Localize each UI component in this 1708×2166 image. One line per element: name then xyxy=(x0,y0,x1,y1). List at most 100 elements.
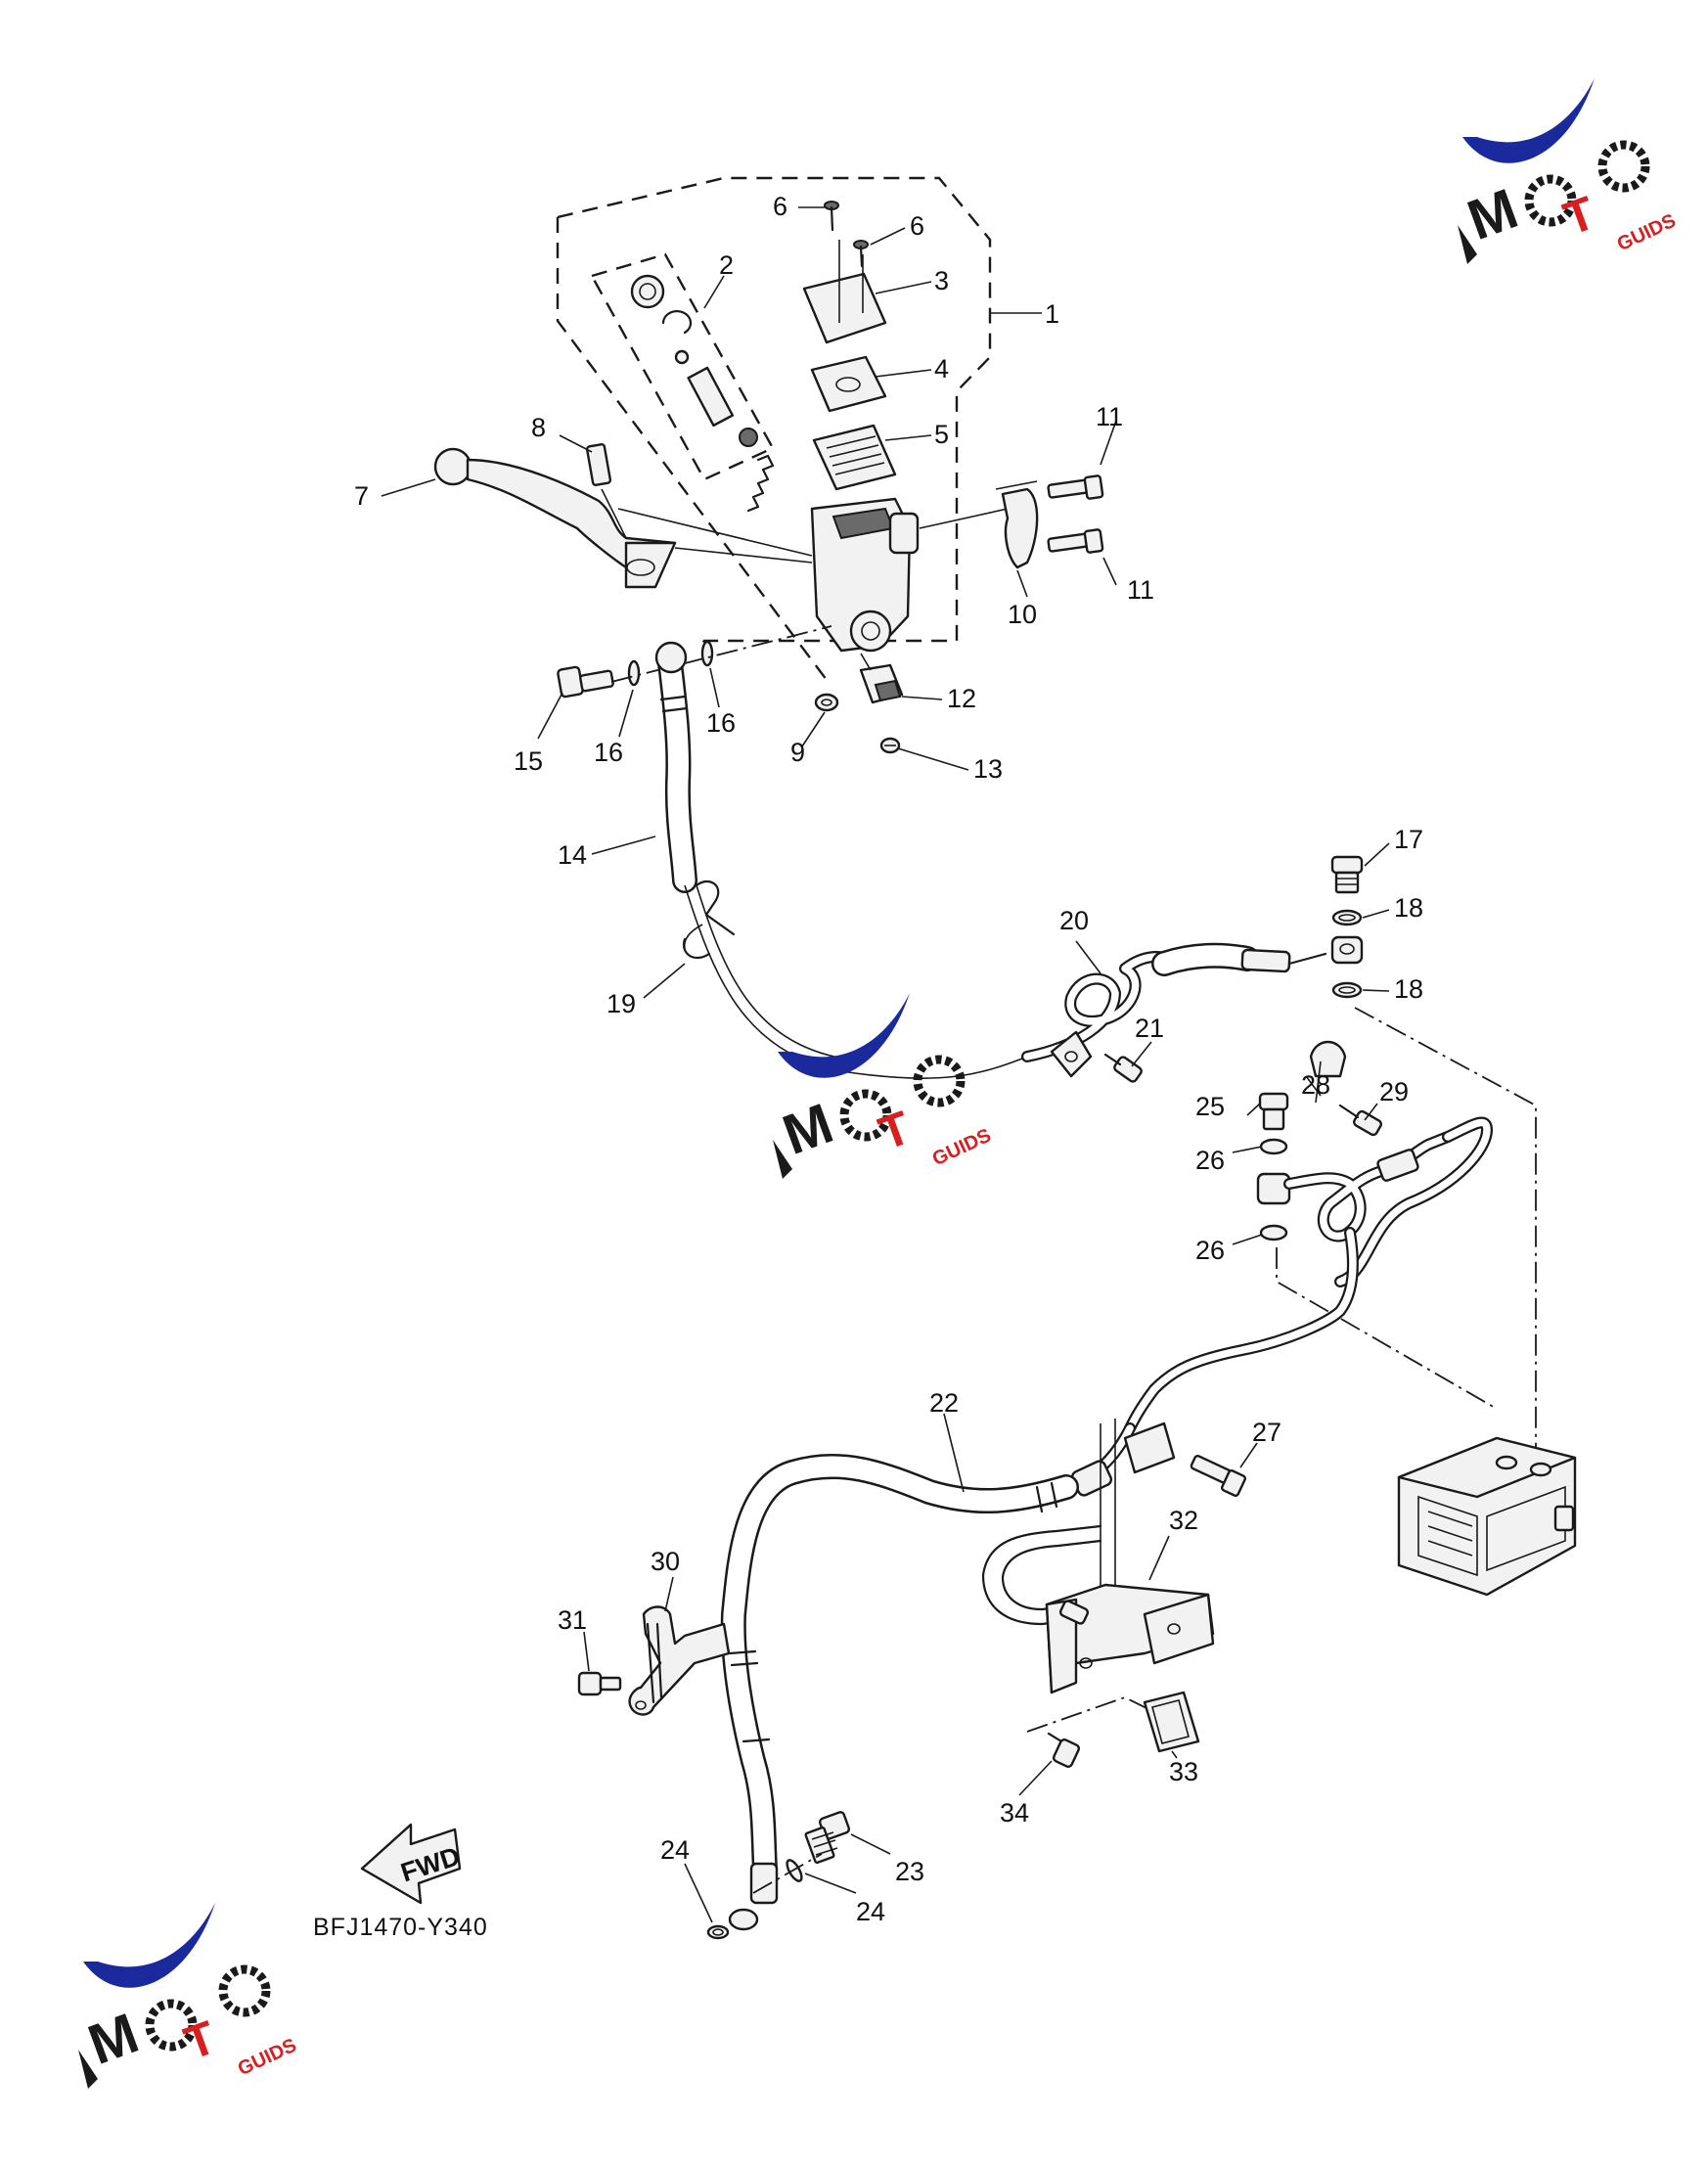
brake-pipe-upper xyxy=(1021,942,1327,1062)
callout-23: 23 xyxy=(895,1857,924,1886)
callout-26b: 26 xyxy=(1195,1236,1225,1265)
callout-17: 17 xyxy=(1394,825,1423,854)
switch-screw xyxy=(879,737,901,754)
gasket-right xyxy=(700,640,714,667)
callout-18a: 18 xyxy=(1394,893,1423,923)
holder-bolt-31 xyxy=(577,1671,622,1696)
callout-7: 7 xyxy=(354,481,369,511)
callout-20: 20 xyxy=(1059,906,1089,935)
svg-text:GUIDS: GUIDS xyxy=(929,1125,995,1171)
union-bolt-upper xyxy=(557,665,614,699)
reservoir-cap xyxy=(802,201,887,344)
piston-kit-outline xyxy=(590,252,775,481)
svg-text:GUIDS: GUIDS xyxy=(235,2035,300,2081)
clamp-bolt-lower xyxy=(1047,528,1104,554)
callout-27: 27 xyxy=(1252,1418,1281,1447)
union-bolt-25 xyxy=(1258,1092,1289,1131)
callout-30: 30 xyxy=(651,1547,680,1576)
callout-34: 34 xyxy=(1000,1798,1029,1828)
callout-29: 29 xyxy=(1379,1077,1409,1106)
callout-31: 31 xyxy=(558,1605,587,1635)
svg-text:M: M xyxy=(775,1092,841,1168)
pivot-bolt xyxy=(585,443,627,539)
callout-1: 1 xyxy=(1045,299,1059,329)
bracket-bolt xyxy=(1103,1053,1143,1083)
callout-24b: 24 xyxy=(856,1897,885,1926)
callout-28: 28 xyxy=(1301,1070,1330,1100)
svg-text:T: T xyxy=(873,1102,918,1160)
leader-lines xyxy=(381,206,1390,1923)
svg-text:M: M xyxy=(80,2002,147,2078)
callout-14: 14 xyxy=(558,840,587,870)
reservoir-plate xyxy=(810,355,887,413)
master-cylinder-body xyxy=(810,497,1009,653)
pipe-bracket xyxy=(1050,1030,1093,1078)
callout-4: 4 xyxy=(934,354,949,384)
callout-11a: 11 xyxy=(1096,402,1123,431)
callout-18b: 18 xyxy=(1394,974,1423,1004)
lever-pivot-nut xyxy=(814,693,839,712)
gasket-18-upper xyxy=(1331,909,1363,926)
callout-6a: 6 xyxy=(773,192,787,221)
handlebar-clamp xyxy=(995,480,1039,569)
gasket-left xyxy=(627,659,641,687)
brake-light-switch xyxy=(859,653,904,704)
brand-logo-top-right: M T GUIDS xyxy=(1458,78,1680,264)
callout-26a: 26 xyxy=(1195,1146,1225,1175)
gasket-26-lower xyxy=(1259,1224,1288,1241)
callout-labels: 1 2 3 4 5 6 6 7 8 9 10 11 11 12 13 14 15… xyxy=(354,192,1423,1926)
callout-2: 2 xyxy=(719,250,734,280)
holder-bolt-27 xyxy=(1190,1454,1247,1497)
callout-13: 13 xyxy=(973,754,1003,784)
callout-33: 33 xyxy=(1169,1757,1198,1786)
reservoir-diaphragm xyxy=(812,424,897,491)
callout-16b: 16 xyxy=(706,708,736,738)
callout-10: 10 xyxy=(1008,600,1037,629)
callout-6b: 6 xyxy=(910,211,924,241)
master-cylinder-assembly-outline xyxy=(556,176,1042,681)
svg-text:T: T xyxy=(178,2011,223,2070)
callout-24a: 24 xyxy=(660,1835,690,1865)
callout-32: 32 xyxy=(1169,1506,1198,1535)
abs-pipe-loops xyxy=(1124,1116,1493,1434)
callout-3: 3 xyxy=(934,266,949,295)
hose-holder-30 xyxy=(628,1605,731,1716)
brand-logo-bottom-left: M T GUIDS xyxy=(78,1903,300,2089)
mounting-bracket xyxy=(981,1524,1215,1694)
hose-guide xyxy=(682,880,736,960)
abs-hydraulic-unit xyxy=(1397,1436,1577,1597)
callout-11b: 11 xyxy=(1127,575,1154,605)
banjo-fitting-lower xyxy=(1256,1172,1291,1205)
union-bolt-23 xyxy=(804,1811,851,1865)
svg-text:M: M xyxy=(1460,177,1526,253)
callout-19: 19 xyxy=(607,989,636,1018)
banjo-fitting xyxy=(1330,935,1364,965)
callout-12: 12 xyxy=(947,684,976,713)
clamp-bolt-29 xyxy=(1338,1104,1382,1137)
callout-5: 5 xyxy=(934,420,949,449)
diagram-code: BFJ1470-Y340 xyxy=(313,1914,488,1941)
brake-hose-lower xyxy=(720,1422,1136,1931)
callout-22: 22 xyxy=(929,1388,959,1418)
callout-16a: 16 xyxy=(594,738,623,767)
callout-15: 15 xyxy=(514,746,543,776)
brake-lever xyxy=(433,447,813,589)
callout-9: 9 xyxy=(790,738,805,767)
callout-25: 25 xyxy=(1195,1092,1225,1121)
callout-8: 8 xyxy=(531,413,546,442)
clamp-bolt-upper xyxy=(1047,474,1104,500)
union-bolt-17 xyxy=(1330,855,1364,894)
bracket-bolt-34 xyxy=(1047,1732,1081,1768)
gasket-24-left xyxy=(706,1924,730,1940)
svg-text:GUIDS: GUIDS xyxy=(1614,210,1680,256)
svg-text:T: T xyxy=(1557,187,1602,246)
cushion-33 xyxy=(1143,1691,1200,1753)
gasket-18-lower xyxy=(1331,981,1363,999)
piston-kit xyxy=(630,274,775,513)
brand-logo-center: M T GUIDS xyxy=(773,993,995,1179)
callout-21: 21 xyxy=(1135,1014,1164,1043)
gasket-26-upper xyxy=(1259,1138,1288,1155)
forward-direction-arrow: FWD xyxy=(360,1823,464,1905)
